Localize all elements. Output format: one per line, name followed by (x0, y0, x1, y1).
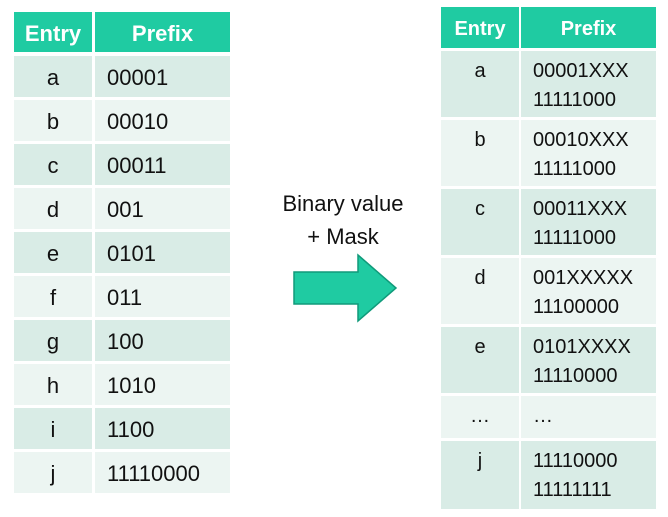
mask-value: 11111000 (533, 158, 617, 180)
prefix-cell: 00001 (95, 56, 230, 97)
prefix-table: Entry Prefix a 00001 b 00010 c 00011 d 0… (14, 12, 230, 497)
prefix-cell: 00010XXX 11111000 (521, 120, 656, 186)
mask-value: 11110000 (533, 365, 618, 387)
entry-cell: c (441, 189, 519, 255)
entry-cell: … (441, 396, 519, 438)
entry-header: Entry (441, 7, 519, 48)
transform-label-line2: + Mask (307, 224, 379, 249)
entry-cell: j (14, 452, 92, 493)
right-arrow-icon (293, 253, 398, 323)
mask-value: 11100000 (533, 296, 620, 318)
prefix-cell: 001 (95, 188, 230, 229)
binary-value: … (533, 405, 553, 427)
entry-cell: f (14, 276, 92, 317)
mask-value: 11111000 (533, 89, 617, 111)
ternary-table: Entry Prefix a 00001XXX 11111000 b 00010… (441, 7, 656, 509)
mask-value: 11111111 (533, 479, 612, 501)
binary-value: 00010XXX (533, 129, 629, 151)
entry-cell: j (441, 441, 519, 509)
prefix-cell: 1010 (95, 364, 230, 405)
prefix-cell: 00011XXX 11111000 (521, 189, 656, 255)
prefix-cell: 0101 (95, 232, 230, 273)
entry-cell: b (14, 100, 92, 141)
prefix-header: Prefix (521, 7, 656, 48)
entry-cell: d (14, 188, 92, 229)
entry-cell: e (14, 232, 92, 273)
entry-cell: c (14, 144, 92, 185)
prefix-cell: 100 (95, 320, 230, 361)
prefix-cell: 11110000 (95, 452, 230, 493)
prefix-cell: 1100 (95, 408, 230, 449)
entry-cell: i (14, 408, 92, 449)
binary-value: 00011XXX (533, 198, 628, 220)
prefix-cell: … (521, 396, 656, 438)
binary-value: 001XXXXX (533, 267, 634, 289)
entry-cell: a (14, 56, 92, 97)
entry-cell: b (441, 120, 519, 186)
prefix-cell: 011 (95, 276, 230, 317)
prefix-cell: 0101XXXX 11110000 (521, 327, 656, 393)
prefix-cell: 00001XXX 11111000 (521, 51, 656, 117)
transform-label-line1: Binary value (282, 191, 404, 216)
binary-value: 0101XXXX (533, 336, 631, 358)
mask-value: 11111000 (533, 227, 617, 249)
prefix-header: Prefix (95, 12, 230, 52)
transform-label: Binary value + Mask (262, 187, 424, 253)
binary-value: 00001XXX (533, 60, 629, 82)
prefix-cell: 00011 (95, 144, 230, 185)
entry-cell: d (441, 258, 519, 324)
entry-cell: g (14, 320, 92, 361)
prefix-cell: 001XXXXX 11100000 (521, 258, 656, 324)
binary-value: 11110000 (533, 450, 618, 472)
entry-cell: h (14, 364, 92, 405)
prefix-cell: 00010 (95, 100, 230, 141)
entry-header: Entry (14, 12, 92, 52)
entry-cell: a (441, 51, 519, 117)
prefix-cell: 11110000 11111111 (521, 441, 656, 509)
entry-cell: e (441, 327, 519, 393)
